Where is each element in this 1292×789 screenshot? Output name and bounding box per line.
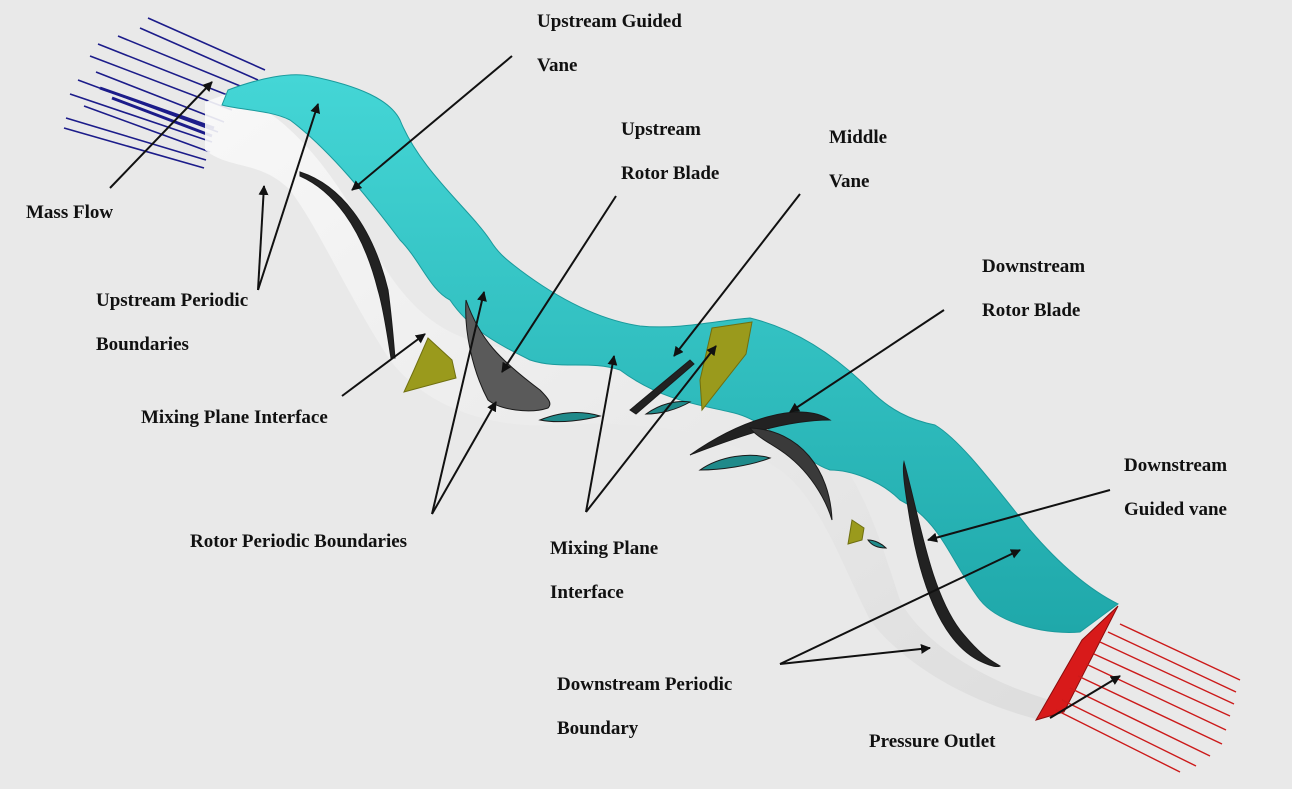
label-rotor-periodic-boundaries: Rotor Periodic Boundaries: [190, 520, 407, 564]
label-line: Rotor Periodic Boundaries: [190, 520, 407, 564]
label-upstream-rotor-blade: Upstream Rotor Blade: [621, 108, 719, 196]
label-mixing-plane-interface-center: Mixing Plane Interface: [550, 527, 658, 615]
label-line: Upstream Periodic: [96, 279, 248, 323]
label-line: Vane: [829, 160, 887, 204]
label-line: Vane: [537, 44, 682, 88]
label-line: Boundary: [557, 707, 732, 751]
label-line: Mixing Plane Interface: [141, 396, 328, 440]
label-downstream-periodic-boundary: Downstream Periodic Boundary: [557, 663, 732, 751]
label-line: Downstream: [982, 245, 1085, 289]
label-downstream-guided-vane: Downstream Guided vane: [1124, 444, 1227, 532]
label-middle-vane: Middle Vane: [829, 116, 887, 204]
label-line: Boundaries: [96, 323, 248, 367]
label-line: Downstream: [1124, 444, 1227, 488]
label-upstream-periodic-boundaries: Upstream Periodic Boundaries: [96, 279, 248, 367]
label-line: Rotor Blade: [982, 289, 1085, 333]
label-line: Upstream: [621, 108, 719, 152]
label-line: Guided vane: [1124, 488, 1227, 532]
label-mass-flow: Mass Flow: [26, 191, 113, 235]
label-line: Downstream Periodic: [557, 663, 732, 707]
label-line: Mixing Plane: [550, 527, 658, 571]
label-line: Upstream Guided: [537, 0, 682, 44]
label-downstream-rotor-blade: Downstream Rotor Blade: [982, 245, 1085, 333]
label-mixing-plane-interface-left: Mixing Plane Interface: [141, 396, 328, 440]
label-line: Middle: [829, 116, 887, 160]
label-line: Mass Flow: [26, 191, 113, 235]
label-upstream-guided-vane: Upstream Guided Vane: [537, 0, 682, 88]
label-line: Interface: [550, 571, 658, 615]
label-pressure-outlet: Pressure Outlet: [869, 720, 995, 764]
label-line: Pressure Outlet: [869, 720, 995, 764]
label-line: Rotor Blade: [621, 152, 719, 196]
